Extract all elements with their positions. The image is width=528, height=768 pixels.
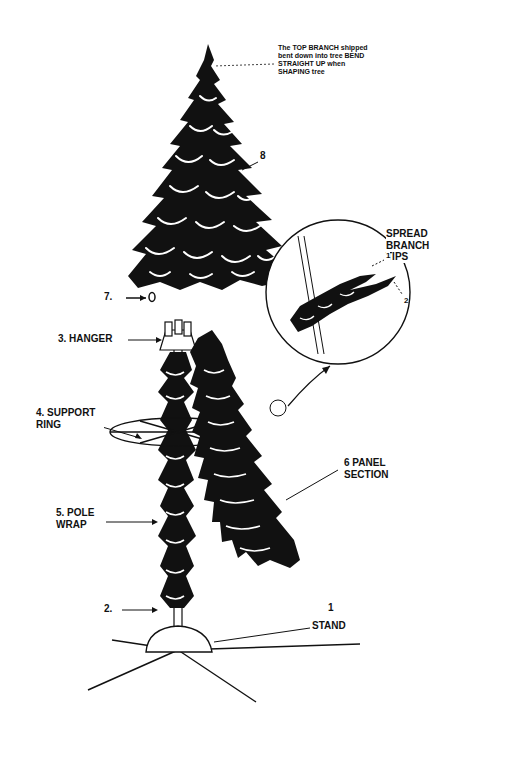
callout-number: 1 [386,251,390,260]
part-label: STAND [312,620,346,632]
leader-arrowhead [140,295,146,301]
leader-line [394,282,402,294]
detail-arrowhead [322,366,330,374]
panel-section [190,330,300,568]
assembled-tree [128,44,292,290]
callout-number: 2. [104,603,112,615]
pole-wrap [158,352,196,608]
tree-highlights [146,96,276,278]
detail-arrow [288,366,330,406]
detail-label: SPREAD BRANCH TIPS [386,228,440,263]
callout-number: 1 [328,602,334,614]
leader-arrowhead [156,337,162,343]
callout-number: 7. [104,291,112,303]
detail-marker [270,400,286,416]
leader-line [214,628,310,642]
detail-highlights [300,292,354,320]
leader-arrowhead [152,607,158,613]
leader-line [242,162,258,170]
panel-highlights [204,370,270,551]
callout-number: 2 [404,296,408,305]
pole-wrap-highlights [166,372,184,599]
callout-number: 8 [260,150,266,162]
leader-line [122,610,156,611]
part-label: 6 PANEL SECTION [344,457,414,480]
detail-pole [298,236,318,354]
part-label: 5. POLE WRAP [56,507,104,530]
leader-line [372,260,384,266]
leader-line [214,64,274,66]
part-label: 4. SUPPORT RING [36,407,104,430]
part-label: 3. HANGER [58,333,128,345]
hanger [160,320,196,350]
leader-line [286,470,338,500]
tree-top-socket [149,293,155,302]
detail-branch [290,274,396,332]
leader-arrowhead [135,433,142,439]
leader-arrowhead [152,519,158,525]
stand [88,626,360,702]
leader-line [106,522,156,523]
note-text: The TOP BRANCH shipped bent down into tr… [278,44,374,76]
